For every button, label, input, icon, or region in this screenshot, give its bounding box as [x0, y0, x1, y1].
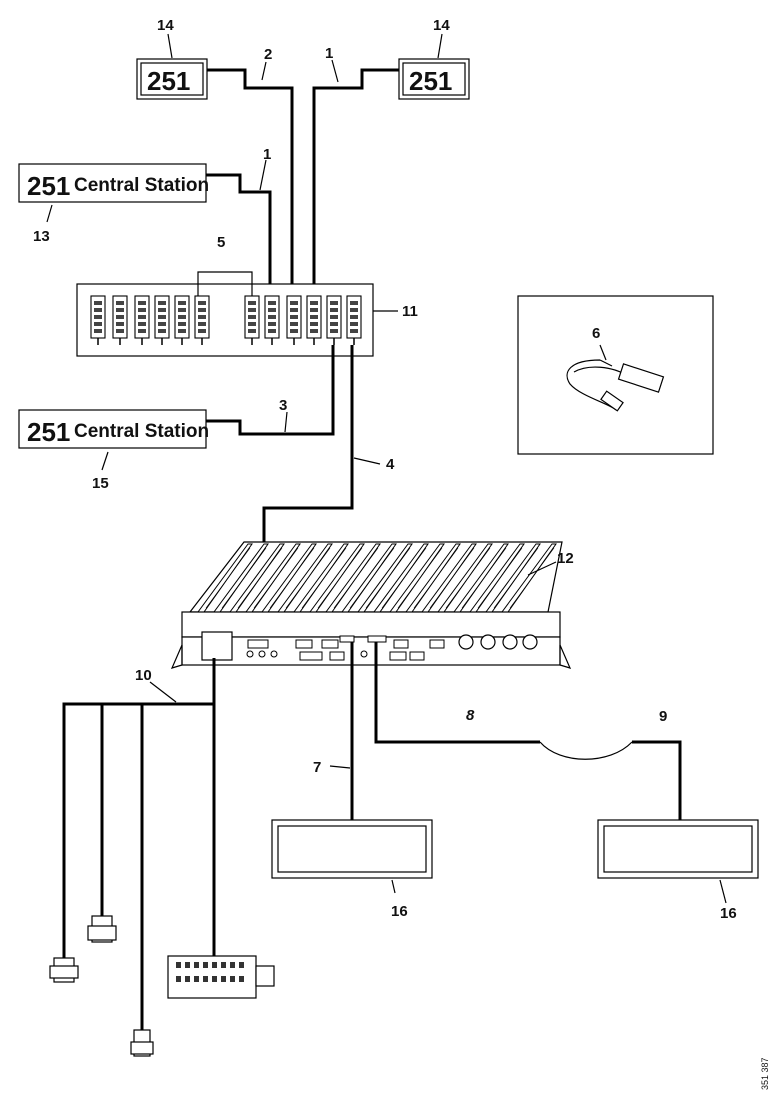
callout-1-top: 1: [325, 45, 333, 62]
callout-10: 10: [135, 667, 152, 684]
callout-16-left: 16: [391, 903, 408, 920]
connector-module: [154, 295, 170, 345]
central-station-13: 251 Central Station: [18, 163, 209, 203]
display-16-left: [271, 819, 433, 879]
power-connector: [201, 631, 233, 661]
connector-module: [90, 295, 106, 345]
cable-9: [632, 740, 682, 820]
callout-13: 13: [33, 228, 50, 245]
connector-module: [306, 295, 322, 345]
central-station-15-label: Central Station: [74, 421, 209, 442]
connector-module: [244, 295, 260, 345]
central-station-13-label: Central Station: [74, 175, 209, 196]
central-station-13-logo: 251: [27, 171, 70, 201]
callout-14-left: 14: [157, 17, 174, 34]
callout-7: 7: [313, 759, 321, 776]
connector-modules: [90, 295, 362, 345]
terminal-block: [167, 955, 275, 999]
connector-module: [326, 295, 342, 345]
central-station-15-logo: 251: [27, 417, 70, 447]
display-unit-right-logo: 251: [409, 66, 452, 96]
control-unit: [170, 541, 572, 669]
connector-plug-1: [49, 957, 79, 983]
callout-1-mid: 1: [263, 146, 271, 163]
cable-1-top: [312, 68, 399, 295]
connector-panel: [76, 283, 374, 357]
cable-8: [374, 642, 540, 744]
callout-4: 4: [386, 456, 395, 473]
connector-module: [134, 295, 150, 345]
connector-plug-2: [87, 915, 117, 943]
connector-module: [264, 295, 280, 345]
connector-plug-3: [130, 1029, 154, 1057]
cable-8-loop: [539, 741, 633, 760]
bracket-5: [197, 271, 253, 296]
cable-1-mid: [206, 173, 272, 295]
cable-2: [207, 68, 294, 295]
callout-3: 3: [279, 397, 287, 414]
connector-module: [194, 295, 210, 345]
harness-10: [62, 658, 216, 958]
callout-14-right: 14: [433, 17, 450, 34]
display-unit-right: 251: [398, 58, 470, 100]
display-unit-left: 251: [136, 58, 208, 100]
callout-8: 8: [466, 707, 475, 724]
connector-module: [174, 295, 190, 345]
figure-id: 351 387: [760, 1057, 770, 1090]
connector-module: [286, 295, 302, 345]
cable-3: [206, 345, 335, 436]
callout-12: 12: [557, 550, 574, 567]
display-unit-left-logo: 251: [147, 66, 190, 96]
callout-11: 11: [402, 303, 418, 320]
front-ports: [246, 634, 538, 661]
display-16-right: [597, 819, 759, 879]
callout-16-right: 16: [720, 905, 737, 922]
callout-9: 9: [659, 708, 667, 725]
connector-module: [346, 295, 362, 345]
callout-15: 15: [92, 475, 109, 492]
callout-6: 6: [592, 325, 600, 342]
cable-6-box: [517, 295, 714, 455]
central-station-15: 251 Central Station: [18, 409, 209, 449]
connector-module: [112, 295, 128, 345]
callout-5: 5: [217, 234, 225, 251]
callout-2: 2: [264, 46, 272, 63]
